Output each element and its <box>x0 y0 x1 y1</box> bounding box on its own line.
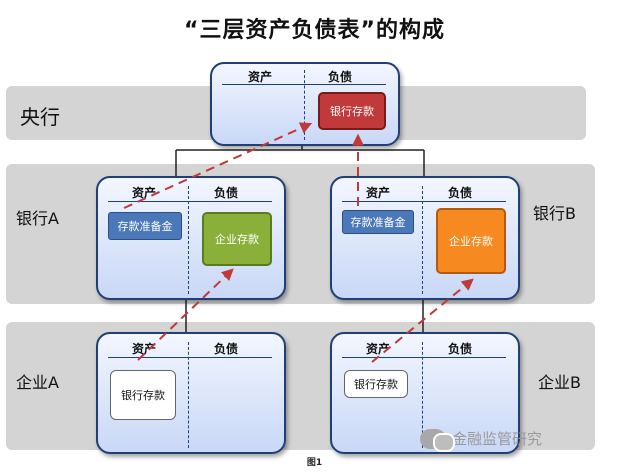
watermark-text: 金融监管研究 <box>452 430 543 448</box>
arrow-firm-a-to-bank-a <box>137 268 234 361</box>
arrow-bank-a-to-central-bank <box>123 122 313 209</box>
header-divider <box>108 201 272 202</box>
header-divider <box>108 357 272 358</box>
header-divider <box>342 201 506 202</box>
header-assets: 资产 <box>132 342 157 356</box>
bank-b-deposit-box: 企业存款 <box>436 208 506 274</box>
label-firm-a: 企业A <box>16 373 59 392</box>
header-assets: 资产 <box>248 70 273 84</box>
figure-caption: 图1 <box>306 458 323 468</box>
column-divider <box>422 342 423 448</box>
header-liabilities: 负债 <box>448 186 473 200</box>
header-liabilities: 负债 <box>448 342 473 356</box>
bank-b-reserve-box: 存款准备金 <box>342 210 414 234</box>
label-central-bank: 央行 <box>20 105 60 129</box>
header-liabilities: 负债 <box>328 70 353 84</box>
sheet-bank-a: 资产 负债 存款准备金 企业存款 <box>96 176 286 300</box>
header-assets: 资产 <box>366 186 391 200</box>
firm-b-deposit-box: 银行存款 <box>344 370 408 398</box>
column-divider <box>422 186 423 294</box>
header-liabilities: 负债 <box>214 186 239 200</box>
central-bank-deposit-box: 银行存款 <box>318 92 386 130</box>
sheet-firm-a: 资产 负债 银行存款 <box>96 332 286 454</box>
label-firm-b: 企业B <box>538 373 581 392</box>
bank-a-reserve-box: 存款准备金 <box>108 212 182 240</box>
header-liabilities: 负债 <box>214 342 239 356</box>
arrow-firm-b-to-bank-b <box>371 278 474 363</box>
header-assets: 资产 <box>132 186 157 200</box>
connector-central-to-banks <box>175 143 425 176</box>
wechat-icon <box>420 428 455 452</box>
watermark: 金融监管研究 <box>420 428 543 452</box>
diagram-title: “三层资产负债表”的构成 <box>184 18 445 43</box>
label-bank-a: 银行A <box>16 209 59 228</box>
column-divider <box>188 342 189 448</box>
column-divider <box>188 186 189 294</box>
bank-a-deposit-box: 企业存款 <box>202 212 272 266</box>
firm-a-deposit-box: 银行存款 <box>110 370 176 420</box>
sheet-bank-b: 资产 负债 存款准备金 企业存款 <box>330 176 520 300</box>
column-divider <box>304 70 305 140</box>
header-divider <box>342 357 506 358</box>
label-bank-b: 银行B <box>533 204 576 223</box>
